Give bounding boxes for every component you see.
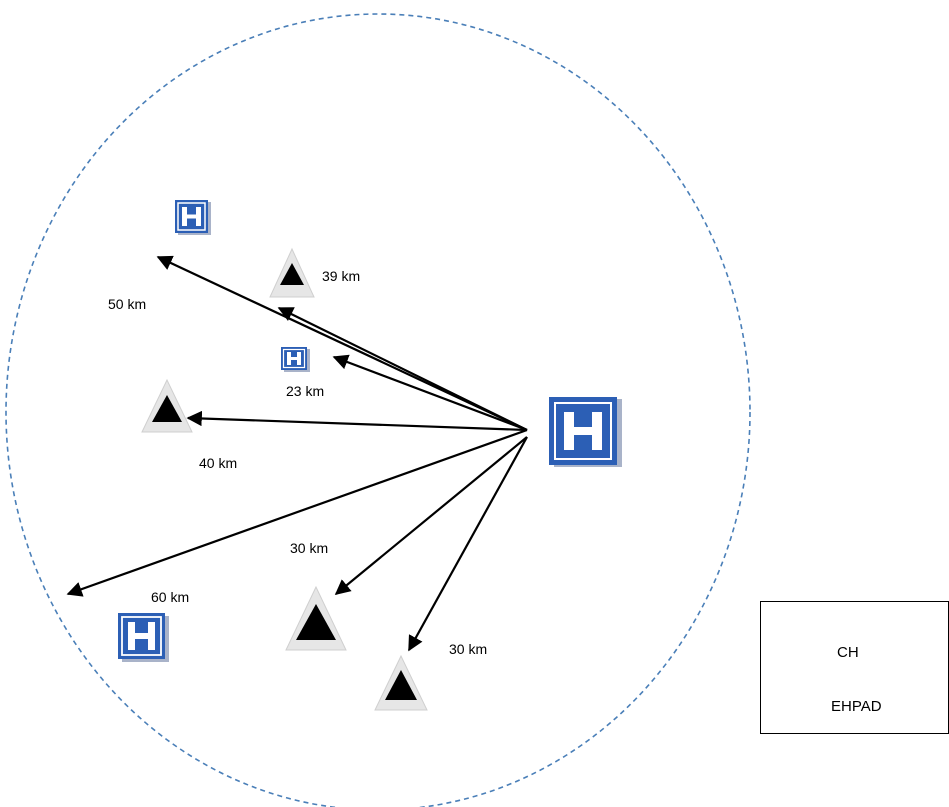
arrow-to-ch-near (332, 354, 528, 432)
triangle-icon (269, 247, 315, 298)
distance-label-39km: 39 km (322, 268, 361, 284)
distance-label-60km: 60 km (151, 589, 190, 605)
arrow-to-ehpad-north (277, 307, 528, 431)
arrow-to-ehpad-west (186, 410, 528, 432)
hospital-h-icon (281, 347, 310, 372)
arrow-to-ehpad-south (334, 436, 528, 595)
arrow-to-ehpad-southeast (408, 436, 528, 652)
distance-label-50km: 50 km (108, 296, 147, 312)
arrow-to-ch-north (156, 255, 528, 431)
distance-label-40km: 40 km (199, 455, 238, 471)
triangle-icon (374, 654, 428, 711)
legend (760, 601, 949, 734)
distance-arrows (66, 255, 528, 652)
hospital-h-icon (175, 200, 211, 235)
legend-ehpad-label: EHPAD (831, 698, 882, 715)
arrow-to-far-west (66, 428, 528, 597)
distance-label-30km-south: 30 km (290, 540, 329, 556)
triangle-icon (141, 378, 193, 433)
hospital-h-icon (549, 397, 622, 467)
distance-label-30km-southeast: 30 km (449, 641, 488, 657)
legend-ch-label: CH (837, 644, 859, 661)
distance-label-23km: 23 km (286, 383, 325, 399)
hospital-h-icon (118, 613, 169, 662)
triangle-icon (285, 585, 347, 651)
catchment-area-boundary (5, 13, 751, 807)
